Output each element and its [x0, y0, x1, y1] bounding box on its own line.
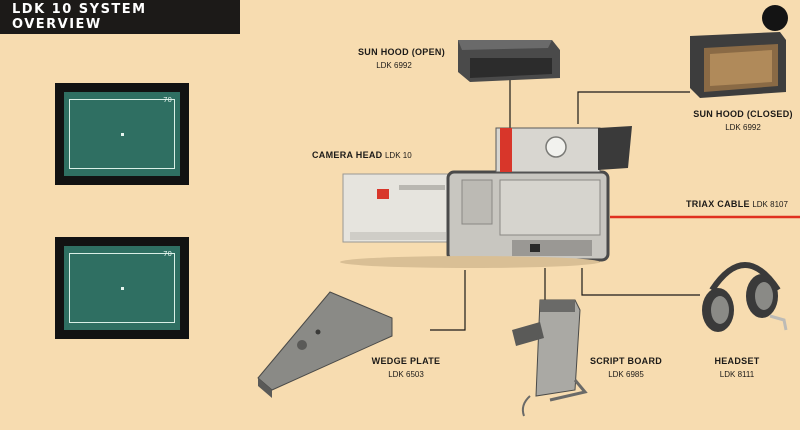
center-cross — [121, 133, 124, 136]
connector-headset — [581, 268, 700, 296]
script-board-icon — [512, 299, 588, 417]
title-bar: LDK 10 SYSTEM OVERVIEW — [0, 0, 240, 34]
label-script-board: SCRIPT BOARD LDK 6985 — [589, 356, 663, 379]
connector-sun-hood-closed — [577, 91, 690, 124]
monitor-screen: 70 — [64, 92, 180, 176]
label-sun-hood-closed: SUN HOOD (CLOSED) LDK 6992 — [693, 109, 793, 132]
sun-hood-open-icon — [458, 40, 560, 82]
camera-head-icon — [340, 126, 632, 268]
overlay-number: 70 — [163, 250, 172, 258]
monitor-screen: 70 — [64, 246, 180, 330]
monitor-2: 70 — [55, 237, 189, 339]
label-headset: HEADSET LDK 8111 — [714, 356, 760, 379]
wedge-plate-icon — [257, 291, 393, 398]
label-triax-cable: TRIAX CABLE LDK 8107 — [686, 199, 788, 209]
sun-hood-closed-icon — [690, 32, 786, 98]
center-cross — [121, 287, 124, 290]
connector-wedge-plate — [430, 270, 466, 331]
overlay-number: 70 — [163, 96, 172, 104]
monitor-1: 70 — [55, 83, 189, 185]
safe-area-frame — [69, 253, 175, 323]
label-wedge-plate: WEDGE PLATE LDK 6503 — [371, 356, 441, 379]
page-title: LDK 10 SYSTEM OVERVIEW — [12, 2, 147, 32]
label-sun-hood-open: SUN HOOD (OPEN) LDK 6992 — [358, 47, 446, 70]
headset-icon — [702, 262, 788, 332]
corner-dot — [762, 5, 788, 31]
safe-area-frame — [69, 99, 175, 169]
label-camera-head: CAMERA HEAD LDK 10 — [312, 150, 412, 160]
